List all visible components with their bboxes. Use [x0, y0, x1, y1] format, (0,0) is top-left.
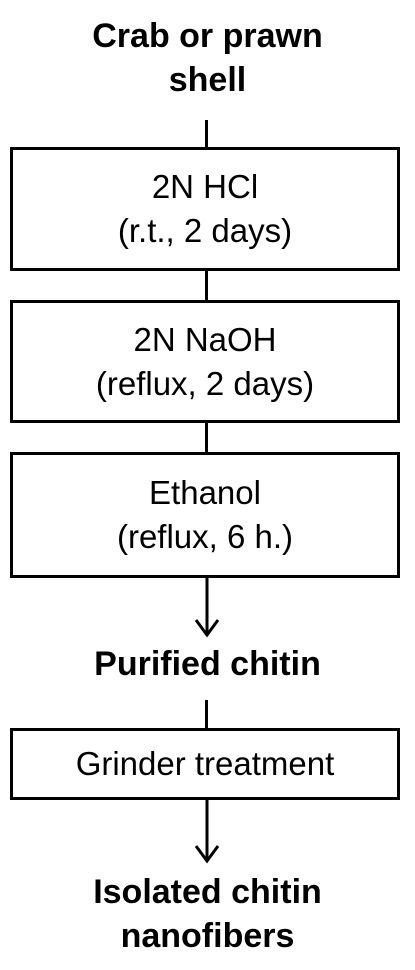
step-box-ethanol: Ethanol (reflux, 6 h.) — [10, 452, 400, 578]
step-box-hcl: 2N HCl (r.t., 2 days) — [10, 147, 400, 271]
step-box-naoh: 2N NaOH (reflux, 2 days) — [10, 300, 400, 423]
connector-line — [205, 271, 208, 301]
end-node: Isolated chitin nanofibers — [0, 870, 415, 958]
purified-chitin-node: Purified chitin — [94, 645, 321, 683]
step-box-ethanol-line2: (reflux, 6 h.) — [116, 518, 294, 555]
connector-line — [205, 700, 208, 729]
grinder-treatment-box: Grinder treatment — [10, 728, 400, 800]
step-box-hcl-line1: 2N HCl — [151, 168, 259, 205]
down-arrow-icon — [194, 800, 220, 864]
end-node-line1: Isolated chitin — [93, 873, 322, 911]
end-node-line2: nanofibers — [120, 917, 295, 955]
start-node: Crab or prawn shell — [0, 14, 415, 102]
grinder-treatment-label: Grinder treatment — [75, 745, 335, 782]
step-box-naoh-line2: (reflux, 2 days) — [95, 364, 315, 402]
step-box-hcl-line2: (r.t., 2 days) — [117, 212, 293, 249]
connector-line — [205, 423, 208, 453]
start-node-line2: shell — [168, 61, 247, 99]
start-node-line1: Crab or prawn — [92, 17, 323, 55]
step-box-naoh-line1: 2N NaOH — [133, 320, 277, 358]
connector-line — [205, 120, 208, 148]
down-arrow-icon — [194, 578, 220, 638]
step-box-ethanol-line1: Ethanol — [149, 474, 261, 511]
